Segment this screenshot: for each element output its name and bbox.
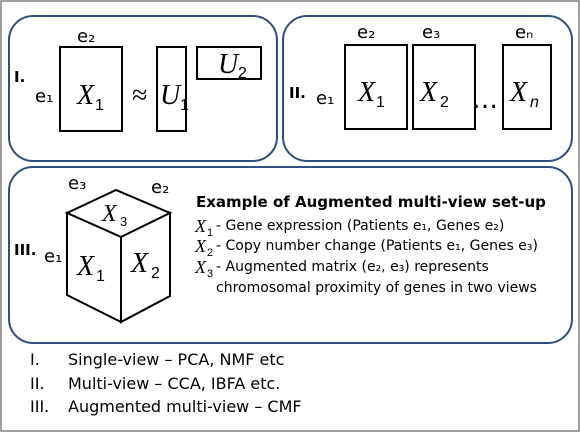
panel-two-e1-label: e₁ [316,88,334,109]
legend-text: Augmented multi-view – CMF [68,397,302,416]
panel-single-view: I. e₁ e₂ X 1 ≈ U 1 U 2 [8,15,278,162]
legend-text: Single-view – PCA, NMF etc [68,350,285,369]
example-line-copy-number: - Copy number change (Patients e₁, Genes… [216,238,538,254]
legend-item-single-view: I. Single-view – PCA, NMF etc [30,348,302,372]
example-line-augmented-matrix: - Augmented matrix (e₂, e₃) represents [216,259,489,275]
panel-two-en-label: eₙ [515,22,533,43]
matrix-u1-label: U [160,80,182,111]
matrix-xn-view-subscript: n [530,94,539,111]
legend-number: II. [30,373,45,393]
cube-x3-subscript: 3 [120,214,127,229]
matrix-u1 [156,46,187,132]
example-x3-subscript: 3 [207,268,213,280]
legend-item-multi-view: II. Multi-view – CCA, IBFA etc. [30,372,302,396]
matrix-x2-view-label: X [419,77,438,108]
matrix-x1 [59,46,123,132]
panel-three-e1-label: e₁ [44,246,62,267]
matrix-xn-view [502,44,552,130]
legend-item-augmented-multi-view: III. Augmented multi-view – CMF [30,395,302,419]
matrix-u2 [196,46,262,80]
panel-three-frame [8,166,573,344]
matrix-u1-subscript: 1 [180,97,189,114]
example-x2-subscript: 2 [207,247,213,259]
panel-two-roman: II. [289,84,306,102]
legend-number: I. [30,350,40,369]
panel-multi-view: II. e₁ e₂ e₃ eₙ X 1 X 2 … X n [282,15,573,162]
panel-two-e3-label: e₃ [422,22,440,43]
example-title: Example of Augmented multi-view set-up [196,193,546,211]
cube-right-face [120,211,171,324]
cube-x3-label: X [101,201,118,227]
matrix-x2-view [412,44,476,130]
panel-one-roman: I. [14,68,25,86]
panel-one-e2-label: e₂ [77,26,95,47]
example-x2-symbol: X [194,236,207,256]
example-x1-symbol: X [194,216,207,236]
example-x3-symbol: X [194,257,207,277]
approx-sign: ≈ [132,80,147,111]
cube-x2-label: X [130,248,149,279]
ellipsis-mark: … [472,85,498,115]
panel-one-frame [8,15,278,162]
legend-text: Multi-view – CCA, IBFA etc. [68,373,281,393]
matrix-x1-label: X [76,80,95,111]
panel-two-frame [282,15,573,162]
matrix-u2-subscript: 2 [238,65,247,82]
matrix-x1-view-label: X [357,77,376,108]
panel-three-e3-label: e₃ [68,173,86,194]
panel-augmented-multi-view: III. e₁ e₃ e₂ X 3 X 1 X 2 Example of Aug… [8,166,573,344]
example-line-continuation: chromosomal proximity of genes in two vi… [216,280,537,296]
cube-x2-subscript: 2 [151,265,160,282]
legend-number: III. [30,397,50,416]
method-legend: I. Single-view – PCA, NMF etc II. Multi-… [30,348,302,419]
matrix-x1-subscript: 1 [95,97,104,114]
panel-two-e2-label: e₂ [357,22,375,43]
matrix-u2-label: U [218,49,240,80]
panel-three-e2-label: e₂ [151,177,169,198]
matrix-x2-view-subscript: 2 [440,94,449,111]
matrix-xn-view-label: X [509,77,528,108]
cube-x1-label: X [76,251,95,282]
panel-three-roman: III. [14,241,36,259]
matrix-x1-view-subscript: 1 [376,94,385,111]
example-line-gene-expression: - Gene expression (Patients e₁, Genes e₂… [216,218,504,234]
matrix-x1-view [344,44,408,130]
example-x1-subscript: 1 [207,227,213,239]
cube-x1-subscript: 1 [96,268,105,285]
panel-one-e1-label: e₁ [35,86,53,107]
